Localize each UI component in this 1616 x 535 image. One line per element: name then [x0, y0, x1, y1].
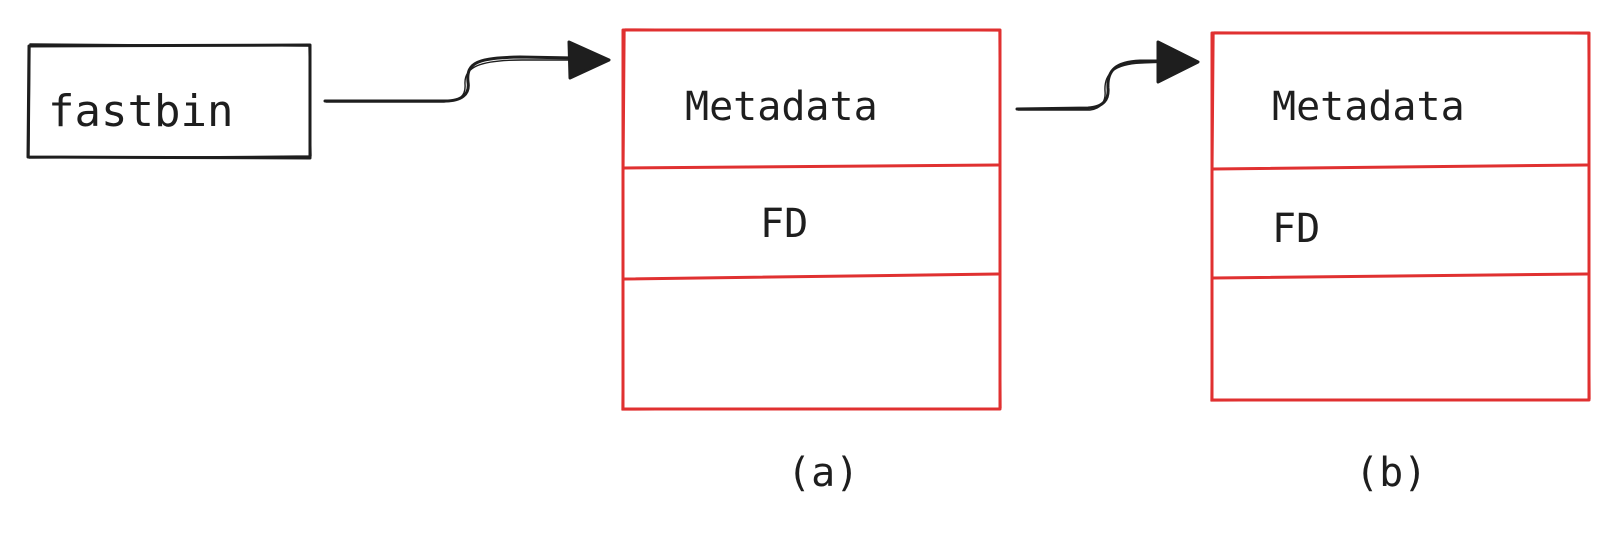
chunk-a-caption: (a): [787, 450, 859, 496]
chunk-b-field-fd: FD: [1272, 206, 1320, 252]
chunk-a: Metadata FD (a): [621, 28, 1002, 496]
chunk-a-divider-1: [622, 163, 1000, 170]
chunk-a-field-metadata: Metadata: [685, 84, 878, 130]
arrow-shaft: [1015, 59, 1172, 111]
fastbin-box-sketch: [28, 43, 312, 159]
fastbin-node: fastbin: [26, 43, 312, 160]
chunk-a-outline-sketch: [621, 28, 1002, 411]
arrow-head: [567, 40, 611, 80]
chunk-a-field-fd: FD: [760, 201, 808, 247]
arrow-head: [1156, 40, 1200, 84]
chunk-b-field-metadata: Metadata: [1272, 84, 1465, 130]
chunk-b-divider-2: [1211, 272, 1589, 280]
arrow-fastbin-to-chunk-a: [323, 40, 611, 103]
chunk-b-divider-1: [1211, 163, 1589, 171]
chunk-b: Metadata FD (b): [1210, 31, 1591, 496]
chunk-a-divider-2: [622, 272, 1000, 281]
fastbin-label: fastbin: [48, 86, 233, 137]
arrow-chunk-a-to-chunk-b: [1015, 40, 1200, 111]
chunk-b-caption: (b): [1355, 450, 1427, 496]
arrow-shaft-sketch: [325, 59, 577, 103]
arrow-shaft: [323, 55, 577, 103]
arrow-shaft-sketch: [1017, 61, 1169, 111]
